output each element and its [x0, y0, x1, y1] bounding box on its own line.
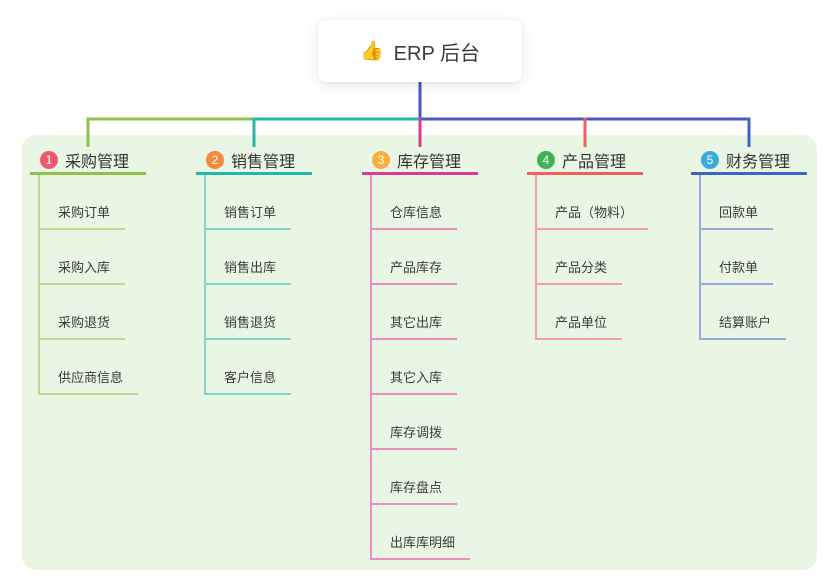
child-label: 销售订单: [204, 202, 292, 230]
child-label: 产品库存: [370, 257, 458, 285]
branch-children: 产品（物料） 产品分类产品单位: [527, 175, 649, 340]
branch-3: 3 库存管理 仓库信息产品库存其它出库其它入库库存调拨库存盘点出库库明细: [362, 147, 478, 560]
child-label: 供应商信息: [38, 367, 139, 395]
child-item[interactable]: 付款单: [699, 230, 774, 285]
branch-label: 库存管理: [397, 153, 462, 171]
child-label: 采购入库: [38, 257, 126, 285]
branch-children: 仓库信息产品库存其它出库其它入库库存调拨库存盘点出库库明细: [362, 175, 471, 560]
child-item[interactable]: 产品单位: [535, 285, 623, 340]
child-item[interactable]: 仓库信息: [370, 175, 458, 230]
child-item[interactable]: 回款单: [699, 175, 774, 230]
branch-header-5[interactable]: 5 财务管理: [691, 147, 807, 175]
branch-vertical-line: [38, 175, 40, 395]
branch-vertical-line: [370, 175, 372, 560]
branch-vertical-line: [535, 175, 537, 340]
root-title: ERP 后台: [393, 42, 480, 65]
branch-1: 1 采购管理 采购订单采购入库采购退货供应商信息: [30, 147, 146, 395]
branch-children: 销售订单销售出库销售退货客户信息: [196, 175, 292, 395]
child-label: 销售出库: [204, 257, 292, 285]
child-item[interactable]: 销售退货: [204, 285, 292, 340]
branch-header-4[interactable]: 4 产品管理: [527, 147, 643, 175]
child-label: 其它入库: [370, 367, 458, 395]
child-item[interactable]: 供应商信息: [38, 340, 139, 395]
branch-label: 财务管理: [726, 153, 791, 171]
branch-5: 5 财务管理 回款单付款单结算账户: [691, 147, 807, 340]
branch-vertical-line: [699, 175, 701, 340]
child-label: 结算账户: [699, 312, 787, 340]
root-node-erp[interactable]: 👍 ERP 后台: [318, 20, 522, 82]
branch-number-badge: 2: [206, 150, 224, 169]
branch-header-3[interactable]: 3 库存管理: [362, 147, 478, 175]
child-item[interactable]: 采购入库: [38, 230, 126, 285]
mindmap-canvas: [22, 135, 817, 570]
child-item[interactable]: 采购退货: [38, 285, 126, 340]
child-label: 销售退货: [204, 312, 292, 340]
child-label: 产品单位: [535, 312, 623, 340]
child-label: 回款单: [699, 202, 774, 230]
child-label: 产品（物料）: [535, 202, 649, 230]
child-item[interactable]: 其它出库: [370, 285, 458, 340]
branch-2: 2 销售管理 销售订单销售出库销售退货客户信息: [196, 147, 312, 395]
child-label: 采购订单: [38, 202, 126, 230]
child-label: 客户信息: [204, 367, 292, 395]
branch-children: 回款单付款单结算账户: [691, 175, 787, 340]
child-label: 产品分类: [535, 257, 623, 285]
branch-label: 产品管理: [562, 153, 627, 171]
branch-header-2[interactable]: 2 销售管理: [196, 147, 312, 175]
child-label: 库存调拨: [370, 422, 458, 450]
child-item[interactable]: 结算账户: [699, 285, 787, 340]
branch-number-badge: 3: [372, 150, 390, 169]
child-label: 其它出库: [370, 312, 458, 340]
child-item[interactable]: 库存盘点: [370, 450, 458, 505]
branch-header-1[interactable]: 1 采购管理: [30, 147, 146, 175]
child-item[interactable]: 销售出库: [204, 230, 292, 285]
child-item[interactable]: 采购订单: [38, 175, 126, 230]
child-item[interactable]: 销售订单: [204, 175, 292, 230]
branch-children: 采购订单采购入库采购退货供应商信息: [30, 175, 139, 395]
branch-label: 采购管理: [65, 153, 130, 171]
child-item[interactable]: 产品分类: [535, 230, 623, 285]
child-item[interactable]: 出库库明细: [370, 505, 471, 560]
child-item[interactable]: 客户信息: [204, 340, 292, 395]
child-label: 出库库明细: [370, 532, 471, 560]
branch-number-badge: 4: [537, 150, 555, 169]
child-label: 付款单: [699, 257, 774, 285]
branch-vertical-line: [204, 175, 206, 395]
child-item[interactable]: 产品（物料）: [535, 175, 649, 230]
child-item[interactable]: 库存调拨: [370, 395, 458, 450]
thumbs-up-icon: 👍: [360, 41, 384, 62]
child-item[interactable]: 产品库存: [370, 230, 458, 285]
branch-label: 销售管理: [231, 153, 296, 171]
child-label: 仓库信息: [370, 202, 458, 230]
branch-number-badge: 1: [40, 150, 58, 169]
child-label: 采购退货: [38, 312, 126, 340]
child-label: 库存盘点: [370, 477, 458, 505]
branch-4: 4 产品管理 产品（物料） 产品分类产品单位: [527, 147, 649, 340]
branch-number-badge: 5: [701, 150, 719, 169]
child-item[interactable]: 其它入库: [370, 340, 458, 395]
